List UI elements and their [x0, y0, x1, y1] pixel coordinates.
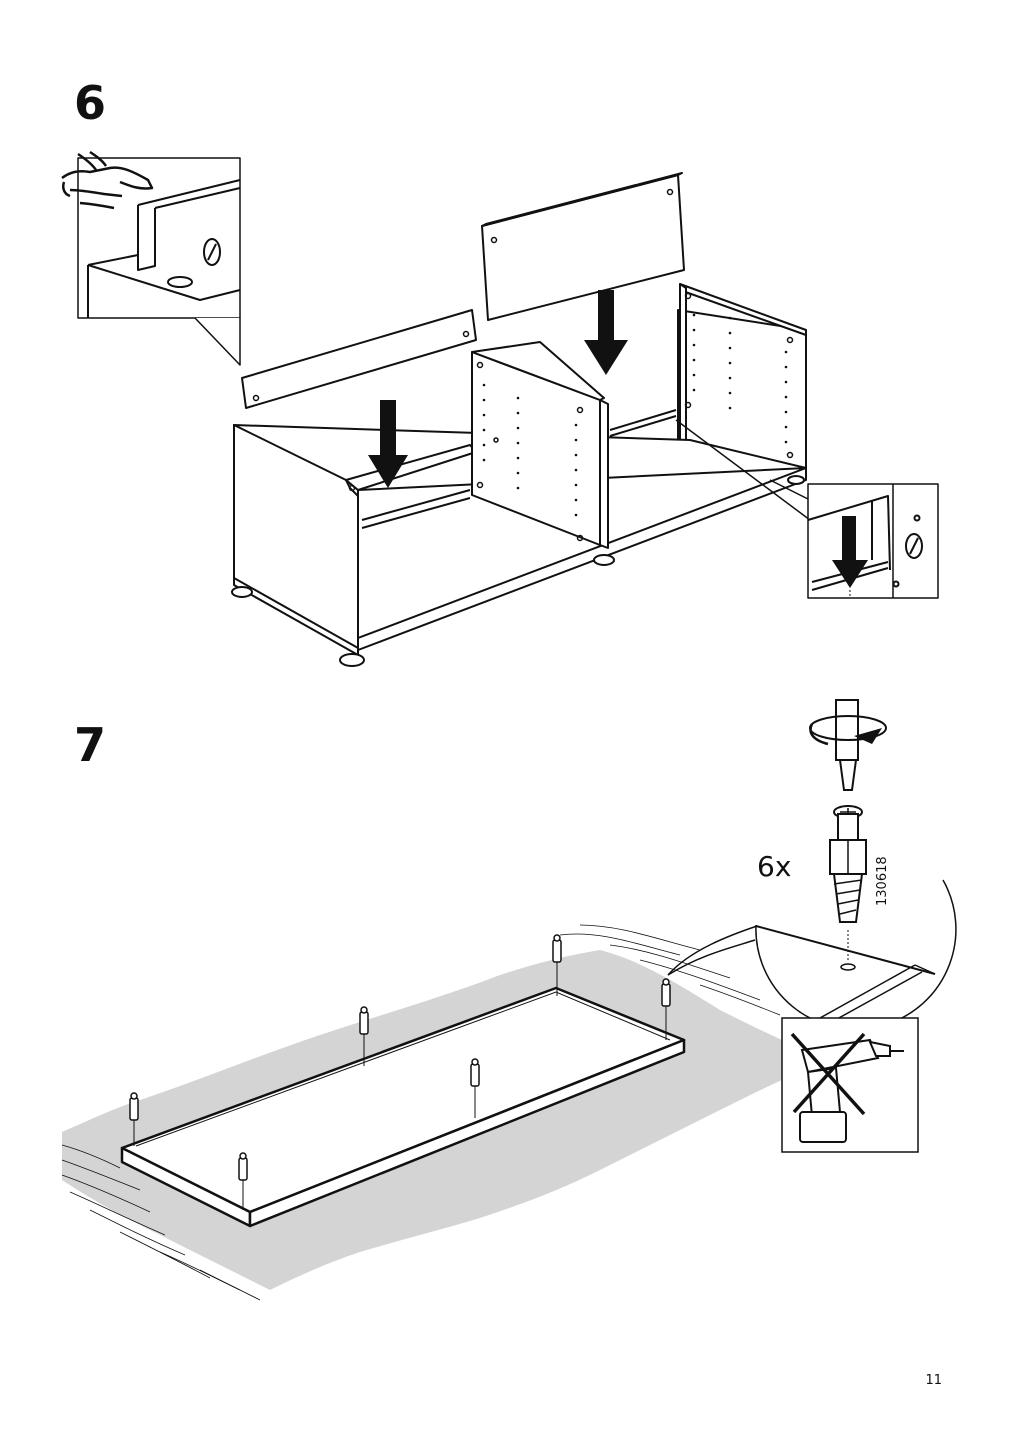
cam-dowel-1 — [129, 1092, 139, 1146]
detail-inset-panel-slot — [675, 419, 939, 599]
cabinet-frame — [231, 172, 807, 667]
page-number: 11 — [925, 1373, 942, 1388]
cam-dowel-icon — [829, 805, 867, 923]
cam-dowel-5 — [552, 934, 562, 996]
cam-dowels — [129, 934, 671, 1210]
screwdriver-rotate-icon — [809, 699, 887, 791]
magnified-detail-circle — [667, 879, 957, 1030]
quantity-label: 6x — [757, 850, 791, 883]
down-arrow-icon-left — [368, 400, 408, 488]
board-panel — [120, 986, 686, 1228]
panel-holes — [252, 188, 794, 542]
hand-press-icon — [61, 150, 154, 210]
shelf-pin-holes — [482, 313, 788, 517]
cam-dowel-6 — [661, 978, 671, 1040]
part-number-label: 130618 — [875, 856, 890, 906]
step-7-number: 7 — [74, 718, 107, 772]
cam-dowel-3 — [359, 1006, 369, 1066]
step-6-number: 6 — [74, 76, 107, 130]
down-arrow-icon-middle — [584, 290, 628, 375]
cam-dowel-4 — [470, 1058, 480, 1118]
cam-dowel-2 — [238, 1152, 248, 1210]
step-6-illustration — [61, 150, 939, 667]
no-power-drill-icon — [781, 1017, 919, 1153]
carpet-texture — [61, 924, 781, 1301]
detail-inset-panel-joint — [77, 157, 241, 366]
